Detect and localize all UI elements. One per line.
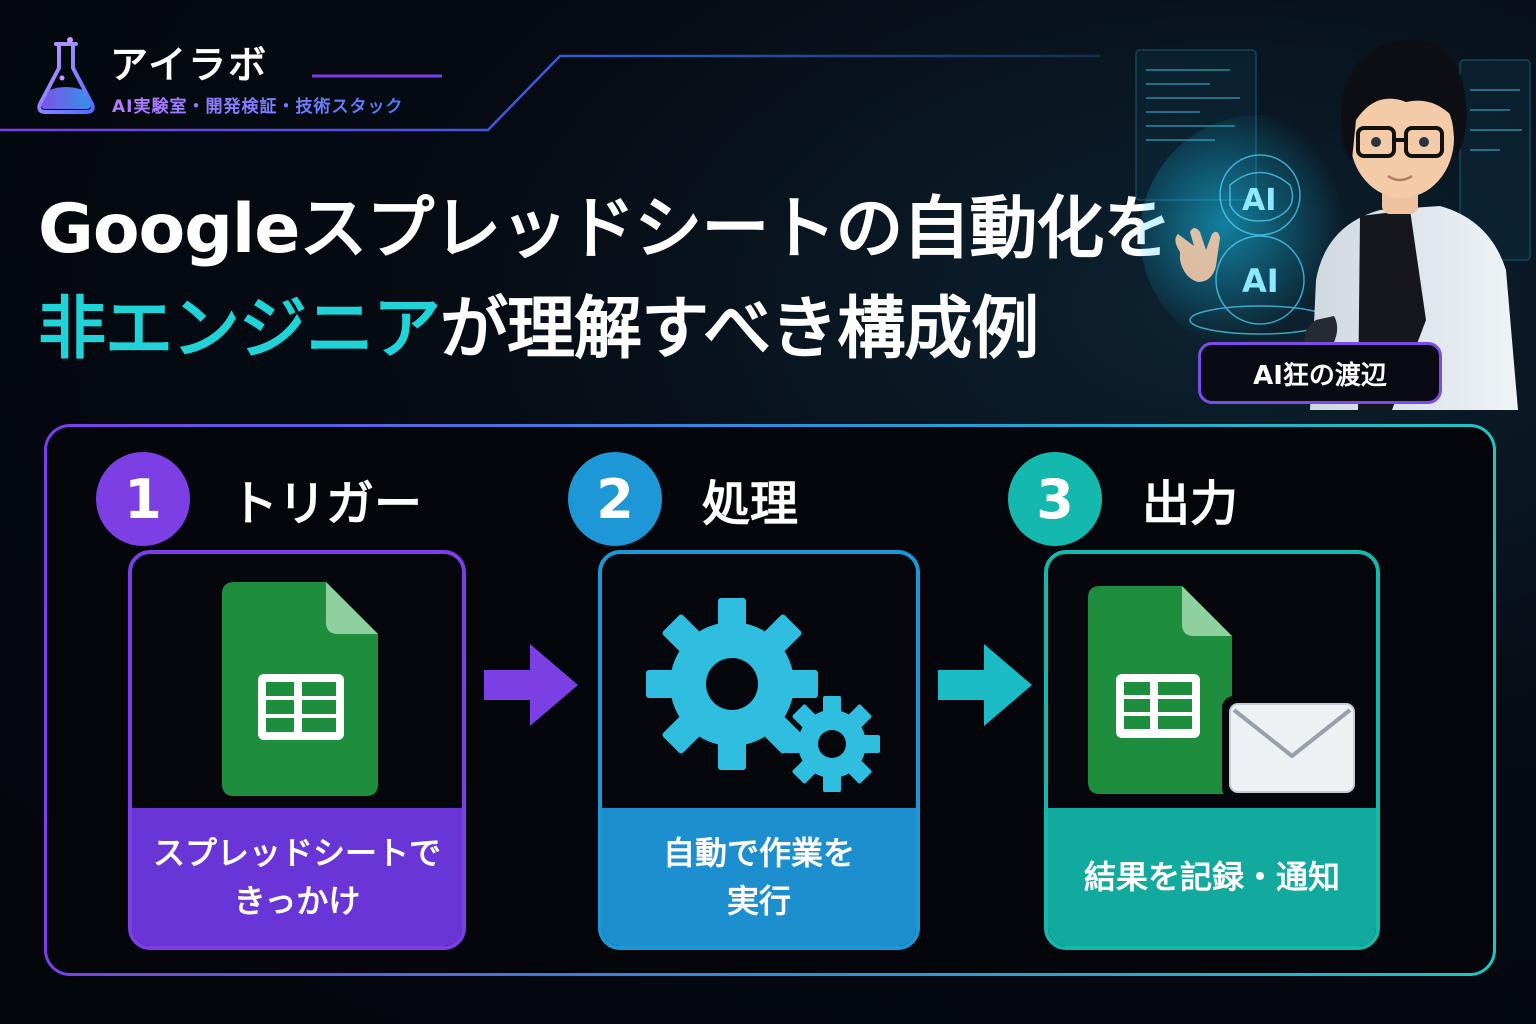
arrow-right-icon: [484, 644, 578, 726]
caption-line: 結果を記録・通知: [1083, 858, 1340, 896]
title-line-1: Googleスプレッドシートの自動化を: [38, 190, 1171, 269]
caption-line: きっかけ: [233, 882, 361, 920]
spreadsheet-mail-icon: [1088, 586, 1360, 800]
step-header-output: 3 出力: [1008, 452, 1238, 546]
brand-name: アイラボ: [110, 43, 269, 87]
brand-logo: アイラボ AI実験室・開発検証・技術スタック: [30, 28, 500, 138]
step-card-output: 結果を記録・通知: [1044, 550, 1380, 950]
step-number-badge: 2: [568, 452, 662, 546]
step-card-process: 自動で作業を 実行: [598, 550, 920, 950]
page-title: Googleスプレッドシートの自動化を 非エンジニアが理解すべき構成例: [38, 180, 1171, 380]
step-caption-process: 自動で作業を 実行: [602, 808, 916, 946]
step-header-process: 2 処理: [568, 452, 798, 546]
step-header-trigger: 1 トリガー: [96, 452, 422, 546]
step-label-process: 処理: [702, 476, 799, 532]
step-label-output: 出力: [1142, 476, 1239, 532]
step-caption-output: 結果を記録・通知: [1048, 808, 1376, 946]
title-line-2: 非エンジニアが理解すべき構成例: [38, 280, 1168, 380]
step-number-badge: 3: [1008, 452, 1102, 546]
spreadsheet-icon: [222, 582, 378, 796]
caption-line: 実行: [726, 882, 791, 920]
hologram-ai-text-2: AI: [1242, 262, 1279, 300]
caption-line: スプレッドシートで: [152, 834, 441, 872]
step-number-badge: 1: [96, 452, 190, 546]
step-card-trigger: スプレッドシートで きっかけ: [128, 550, 466, 950]
caption-line: 自動で作業を: [662, 834, 855, 872]
title-rest: が理解すべき構成例: [440, 290, 1039, 369]
brand-tagline: AI実験室・開発検証・技術スタック: [112, 92, 403, 117]
flask-icon: [37, 37, 95, 114]
step-caption-trigger: スプレッドシートで きっかけ: [132, 808, 462, 946]
title-accent: 非エンジニア: [38, 290, 441, 369]
author-badge: AI狂の渡辺: [1198, 342, 1442, 404]
hologram-ai-text-1: AI: [1242, 183, 1276, 218]
arrow-right-icon: [938, 644, 1032, 726]
gears-icon: [646, 598, 880, 792]
engineer-character-illustration: AI AI: [1135, 40, 1531, 410]
step-label-trigger: トリガー: [230, 476, 423, 532]
